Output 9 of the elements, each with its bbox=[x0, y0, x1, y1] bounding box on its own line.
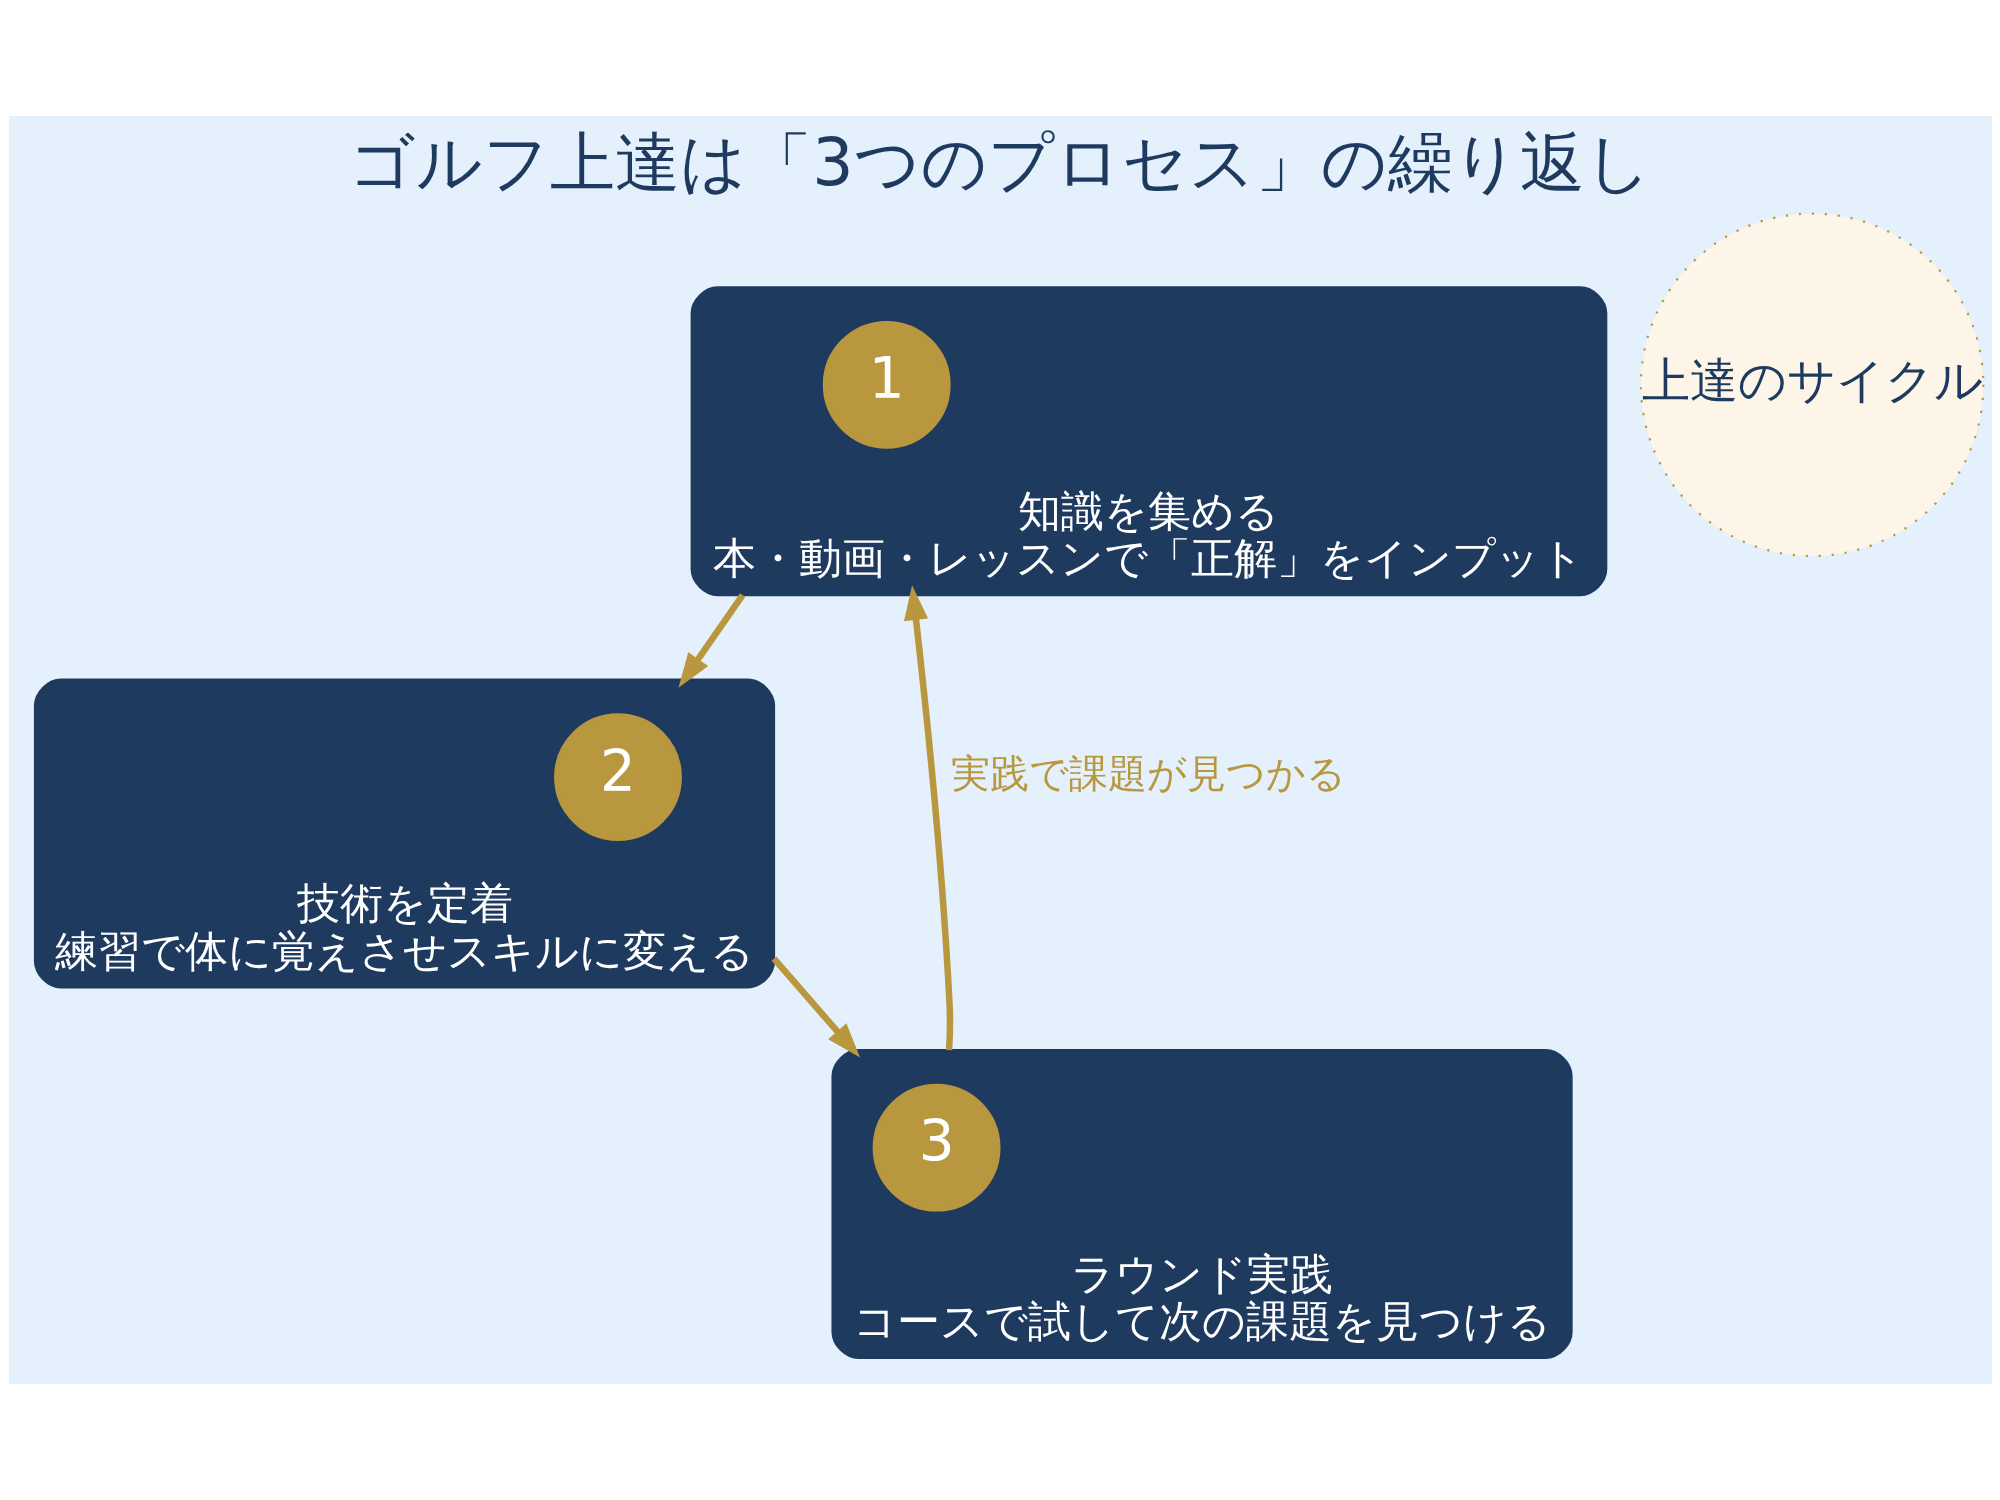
edge-label: 実践で課題が見つかる bbox=[950, 750, 1346, 796]
node-circle: 3 bbox=[872, 1083, 1000, 1212]
node-circle: 1 bbox=[822, 320, 951, 449]
node-circle: 2 bbox=[553, 713, 682, 842]
arrow bbox=[903, 585, 953, 1051]
arrow bbox=[771, 956, 860, 1058]
arrow bbox=[677, 593, 745, 688]
diagram-title: ゴルフ上達は「3つのプロセス」の繰り返し bbox=[348, 125, 1652, 201]
node-circle: 上達のサイクル bbox=[1639, 212, 1984, 558]
